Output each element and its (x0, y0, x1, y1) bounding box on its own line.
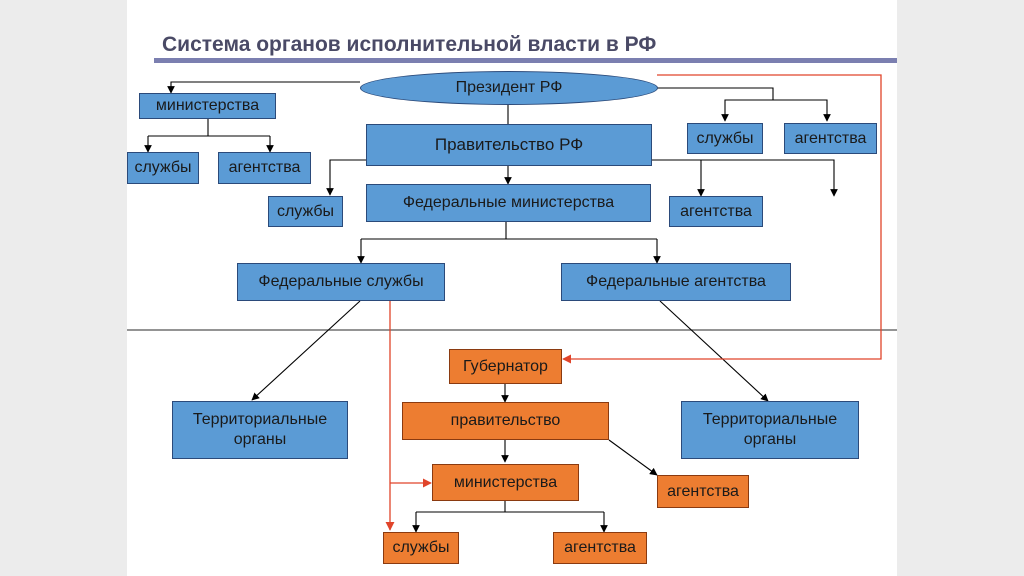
node-president-ministries-services: службы (127, 152, 199, 184)
node-government-services: службы (268, 196, 343, 227)
node-regional-government-agencies: агентства (657, 475, 749, 508)
node-federal-services: Федеральные службы (237, 263, 445, 301)
node-governor: Губернатор (449, 349, 562, 384)
node-president-ministries: министерства (139, 93, 276, 119)
title-underline (154, 58, 897, 63)
node-territorial-right: Территориальные органы (681, 401, 859, 459)
slide-title: Система органов исполнительной власти в … (162, 33, 657, 56)
node-president: Президент РФ (360, 71, 658, 105)
node-president-services: службы (687, 123, 763, 154)
node-regional-services: службы (383, 532, 459, 564)
node-regional-government: правительство (402, 402, 609, 440)
node-president-ministries-agencies: агентства (218, 152, 311, 184)
node-regional-ministries: министерства (432, 464, 579, 501)
node-government: Правительство РФ (366, 124, 652, 166)
node-territorial-left: Территориальные органы (172, 401, 348, 459)
node-federal-agencies: Федеральные агентства (561, 263, 791, 301)
node-regional-ministries-agencies: агентства (553, 532, 647, 564)
node-federal-ministries: Федеральные министерства (366, 184, 651, 222)
node-government-agencies: агентства (669, 196, 763, 227)
node-president-agencies: агентства (784, 123, 877, 154)
